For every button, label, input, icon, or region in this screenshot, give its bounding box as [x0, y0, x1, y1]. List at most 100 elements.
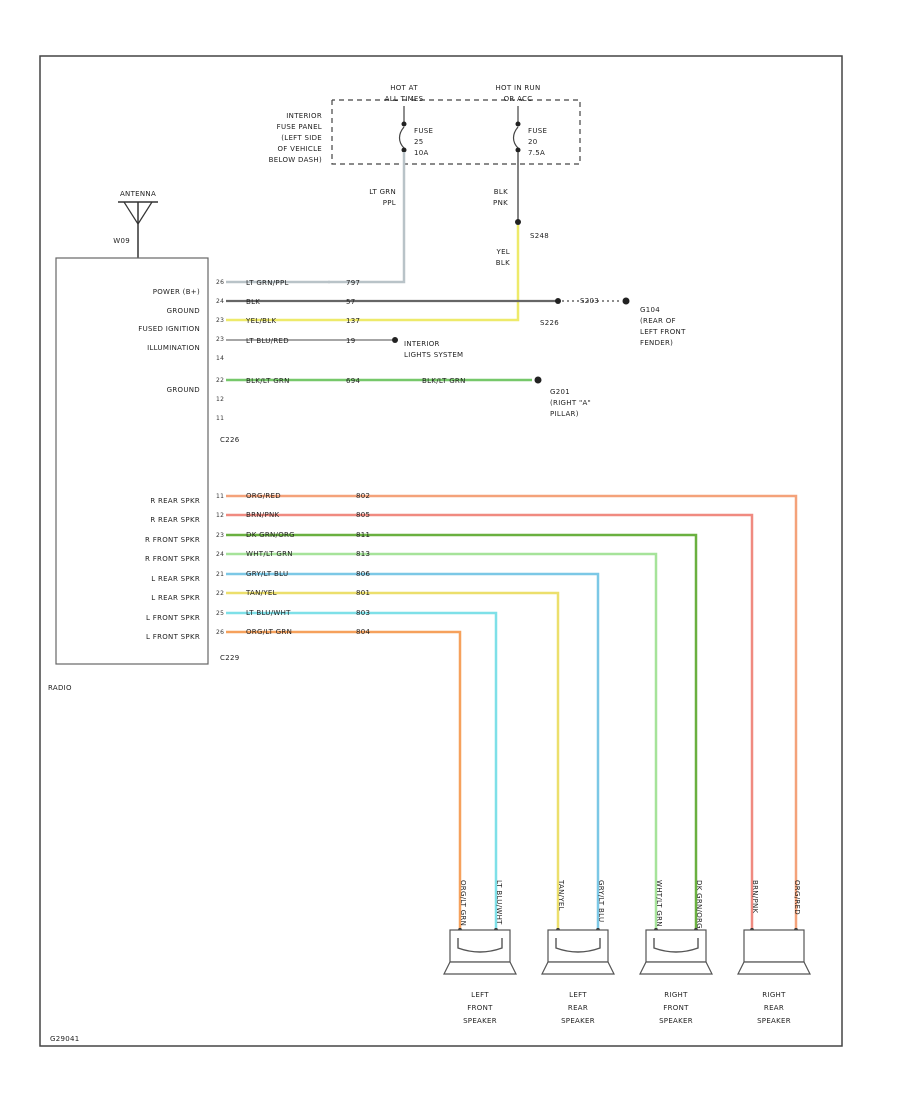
- fuse-25-terminal-top: [401, 121, 407, 127]
- yel-blk-label-1: YEL: [496, 248, 511, 256]
- speaker-wire: [226, 513, 754, 930]
- spk-wire-color-label: BRN/PNK: [246, 511, 280, 519]
- speaker-name-line: REAR: [568, 1004, 588, 1012]
- pin-top: 26: [216, 279, 224, 286]
- speaker-base: [639, 961, 713, 975]
- speaker-name-line: RIGHT: [664, 991, 688, 999]
- speaker-icon: [541, 929, 615, 975]
- ground-right-small: S203: [580, 297, 599, 305]
- ground-g201-line-2: PILLAR): [550, 410, 579, 418]
- fuse-panel-label-4: OF VEHICLE: [277, 145, 322, 153]
- wire-label-694-color: BLK/LT GRN: [246, 377, 290, 385]
- fuse-panel: INTERIOR FUSE PANEL (LEFT SIDE OF VEHICL…: [269, 84, 581, 165]
- spk-wire-circuit-label: 806: [356, 570, 371, 578]
- ground-g104-code: G104: [640, 306, 660, 314]
- footer-code: G29041: [50, 1035, 80, 1043]
- speaker-vertical-labels: ORG/LT GRN LT BLU/WHT TAN/YEL GRY/LT BLU…: [459, 879, 801, 929]
- pin-top: 11: [216, 415, 224, 422]
- pin-speaker: 12: [216, 512, 224, 519]
- top-connector-pins: 26 24 23 23 14 22 12 11: [216, 279, 224, 422]
- fuse-20-label-1: FUSE: [528, 127, 547, 135]
- fuse-20-label-2: 20: [528, 138, 538, 146]
- fuse-panel-label-5: BELOW DASH): [269, 156, 322, 164]
- speaker-body: [547, 929, 609, 963]
- radio-label-illumination: ILLUMINATION: [147, 344, 200, 352]
- pin-speaker: 22: [216, 590, 224, 597]
- speaker-cone: [653, 938, 699, 953]
- spk-wire-color-label: ORG/RED: [246, 492, 281, 500]
- speaker-name-line: SPEAKER: [757, 1017, 791, 1025]
- pin-top: 23: [216, 336, 224, 343]
- pin-speaker: 21: [216, 571, 224, 578]
- speaker-connector-pins: 11 12 23 24 21 22 25 26: [216, 493, 224, 636]
- radio-spkr-label-3: R FRONT SPKR: [145, 536, 200, 544]
- speaker-icon: [443, 929, 517, 975]
- blk-pnk-label-2: PNK: [493, 199, 508, 207]
- wire-label-797-circuit: 797: [346, 279, 360, 287]
- speaker-name-line: RIGHT: [762, 991, 786, 999]
- radio-connector-bottom: C229: [220, 654, 239, 662]
- pin-top: 23: [216, 317, 224, 324]
- radio-unit: RADIO POWER (B+) GROUND FUSED IGNITION I…: [48, 257, 240, 692]
- pin-speaker: 23: [216, 532, 224, 539]
- speaker-wire: [226, 611, 498, 930]
- speaker-wire: [226, 533, 698, 930]
- illumination-dest-1: INTERIOR: [404, 340, 440, 348]
- antenna-code: W09: [113, 237, 130, 245]
- vlabel-right-front-1: WHT/LT GRN: [655, 880, 663, 927]
- wire-label-19-circuit: 19: [346, 337, 356, 345]
- speaker-wire: [226, 552, 658, 930]
- illumination-dest-2: LIGHTS SYSTEM: [404, 351, 463, 359]
- radio-spkr-label-5: L REAR SPKR: [151, 575, 200, 583]
- speaker-body: [743, 929, 805, 963]
- speaker-name-line: REAR: [764, 1004, 784, 1012]
- speaker-name-line: LEFT: [471, 991, 489, 999]
- spk-wire-color-label: GRY/LT BLU: [246, 570, 288, 578]
- fuse-20-terminal-bottom: [515, 147, 521, 153]
- pin-top: 22: [216, 377, 224, 384]
- speaker-wire: [226, 494, 798, 930]
- blk-pnk-label-1: BLK: [494, 188, 508, 196]
- vlabel-left-front-2: LT BLU/WHT: [495, 880, 503, 925]
- fuse-25-label-3: 10A: [414, 149, 429, 157]
- pin-speaker: 26: [216, 629, 224, 636]
- speaker-cone: [457, 938, 503, 953]
- radio-spkr-label-6: L REAR SPKR: [151, 594, 200, 602]
- vlabel-right-rear-2: ORG/RED: [793, 880, 801, 915]
- ground-g201-line-1: (RIGHT "A": [550, 399, 591, 407]
- antenna: ANTENNA W09: [113, 190, 158, 258]
- vlabel-left-rear-2: GRY/LT BLU: [597, 880, 605, 922]
- spk-wire-color-label: LT BLU/WHT: [246, 609, 291, 617]
- speaker-cone: [555, 938, 601, 953]
- wire-label-57-color: BLK: [246, 298, 260, 306]
- radio-spkr-label-1: R REAR SPKR: [150, 497, 200, 505]
- radio-name: RADIO: [48, 684, 72, 692]
- speaker-name-line: FRONT: [467, 1004, 493, 1012]
- pin-speaker: 11: [216, 493, 224, 500]
- fuse-panel-label-1: INTERIOR: [286, 112, 322, 120]
- speakers: [443, 929, 811, 975]
- speaker-base: [541, 961, 615, 975]
- wire-label-57-circuit: 57: [346, 298, 356, 306]
- antenna-right-element: [137, 201, 153, 225]
- radio-connector-top: C226: [220, 436, 240, 444]
- speaker-name-line: LEFT: [569, 991, 587, 999]
- diagram-border: [39, 55, 843, 1047]
- pin-speaker: 24: [216, 551, 224, 558]
- spk-wire-circuit-label: 805: [356, 511, 370, 519]
- radio-spkr-label-7: L FRONT SPKR: [146, 614, 200, 622]
- speaker-body: [449, 929, 511, 963]
- splice-s248-label: S248: [530, 232, 549, 240]
- ground-g104-line-1: (REAR OF: [640, 317, 676, 325]
- spk-wire-circuit-label: 802: [356, 492, 370, 500]
- ground-g104-line-2: LEFT FRONT: [640, 328, 686, 336]
- ground-g104-symbol: [622, 297, 630, 305]
- hot-in-run-2: OR ACC: [504, 95, 533, 103]
- vlabel-right-rear-1: BRN/PNK: [751, 880, 759, 914]
- radio-label-ground: GROUND: [167, 307, 200, 315]
- speaker-base: [443, 961, 517, 975]
- speaker-name-line: FRONT: [663, 1004, 689, 1012]
- lt-grn-label-2: PPL: [383, 199, 396, 207]
- pin-top: 14: [216, 355, 224, 362]
- yel-blk-label-2: BLK: [496, 259, 510, 267]
